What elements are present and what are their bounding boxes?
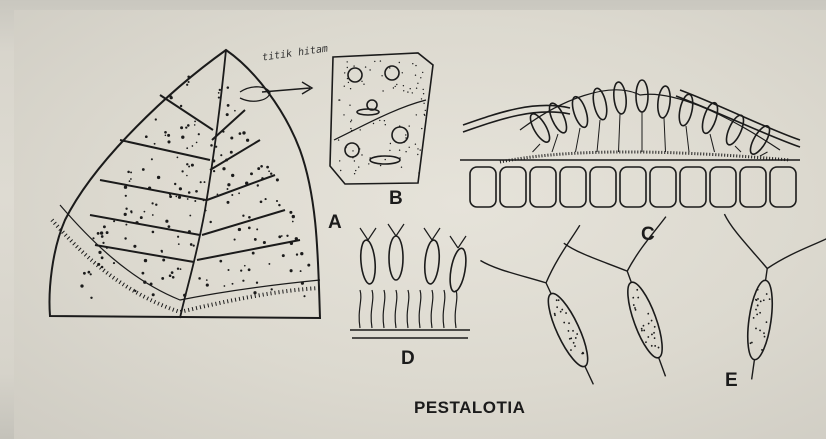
panel-b-diagram: [330, 53, 433, 184]
figure-title: PESTALOTIA: [414, 398, 525, 418]
label-b: B: [389, 188, 403, 210]
label-e: E: [725, 370, 738, 392]
panel-c-cross-section: [460, 80, 800, 207]
label-d: D: [401, 348, 415, 370]
leaf-spots: [80, 75, 310, 299]
label-a: A: [328, 212, 342, 234]
leaf-drawing-a: [50, 50, 320, 318]
label-c: C: [641, 224, 655, 246]
panel-d-conidiophores: [350, 224, 470, 338]
